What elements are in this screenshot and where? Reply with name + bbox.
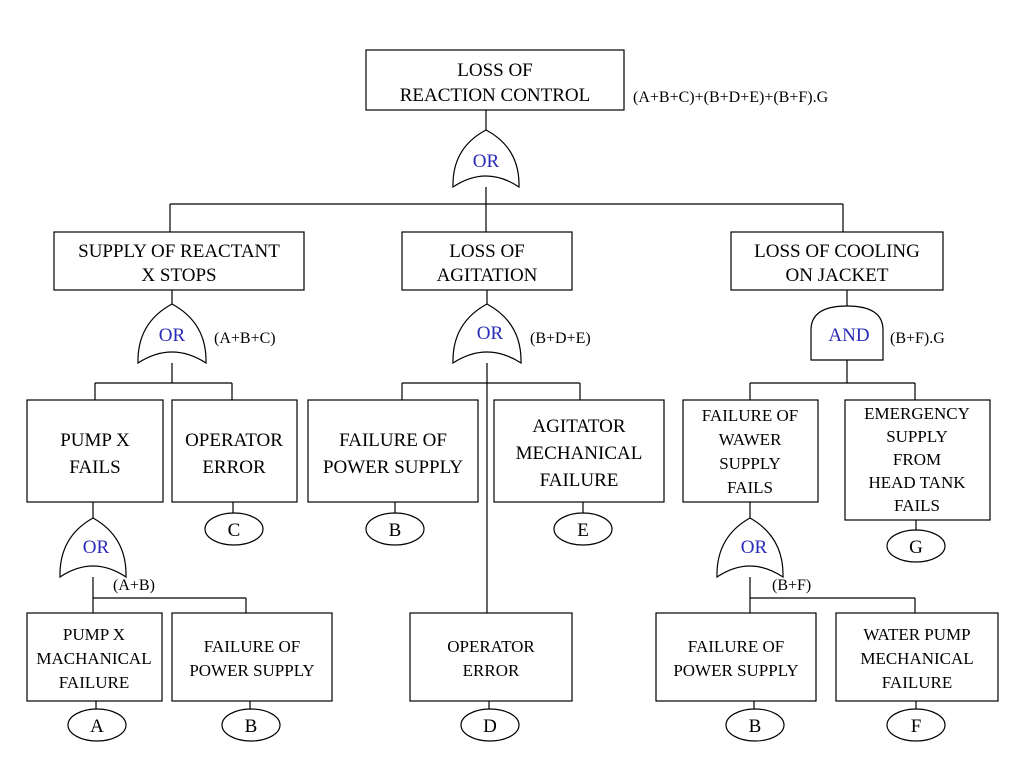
event-text: FAILURE [882, 673, 953, 692]
event-text: FROM [893, 450, 941, 469]
event-failure-of-power-supply-pump: FAILURE OF POWER SUPPLY [171, 612, 333, 702]
event-text: POWER SUPPLY [323, 457, 463, 478]
event-text: SUPPLY [719, 454, 781, 473]
basic-event-f: F [886, 708, 946, 742]
event-failure-of-water-supply-fails: FAILURE OF WAWER SUPPLY FAILS [682, 399, 819, 503]
expression-supply: (A+B+C) [214, 330, 276, 347]
event-text: PUMP X [60, 430, 130, 451]
gate-label-supply: OR [159, 325, 186, 346]
or-gate-supply: OR [137, 303, 207, 365]
event-text: FAILURE OF [702, 406, 799, 425]
basic-event-label: B [749, 716, 762, 737]
gate-label-agitation: OR [477, 323, 504, 344]
basic-event-a: A [67, 708, 127, 742]
event-text: POWER SUPPLY [189, 661, 314, 680]
event-text: FAILS [894, 496, 940, 515]
event-pump-x-fails: PUMP X FAILS [26, 399, 164, 503]
or-gate-pump: OR [59, 517, 127, 579]
basic-event-c: C [204, 512, 264, 546]
event-loss-of-cooling-on-jacket: LOSS OF COOLING ON JACKET [730, 231, 944, 291]
event-text: ON JACKET [786, 265, 889, 286]
event-text: FAILURE [540, 470, 619, 491]
event-operator-error-c: OPERATOR ERROR [171, 399, 298, 503]
basic-event-label: A [90, 716, 104, 737]
event-text: WAWER [719, 430, 783, 449]
event-text: AGITATOR [532, 416, 625, 437]
connector-lines [92, 110, 917, 709]
or-gate-agitation: OR [452, 303, 522, 365]
basic-event-label: F [911, 716, 922, 737]
top-event-line1: LOSS OF [457, 60, 533, 81]
basic-event-label: E [577, 520, 589, 541]
event-text: FAILS [727, 478, 773, 497]
gate-label-water: OR [741, 537, 768, 558]
expression-pump: (A+B) [113, 577, 155, 594]
event-text: POWER SUPPLY [673, 661, 798, 680]
event-text: AGITATION [437, 265, 538, 286]
event-text: OPERATOR [447, 637, 535, 656]
event-text: MACHANICAL [36, 649, 151, 668]
event-supply-of-reactant-x-stops: SUPPLY OF REACTANT X STOPS [53, 231, 305, 291]
top-event-expression: (A+B+C)+(B+D+E)+(B+F).G [633, 89, 829, 106]
expression-cooling: (B+F).G [890, 330, 945, 347]
event-text: SUPPLY [886, 427, 948, 446]
basic-event-label: B [389, 520, 402, 541]
event-text: ERROR [202, 457, 266, 478]
event-loss-of-agitation: LOSS OF AGITATION [401, 231, 573, 291]
gate-label-top: OR [473, 151, 500, 172]
event-text: FAILURE OF [339, 430, 447, 451]
expression-water: (B+F) [772, 577, 811, 594]
event-text: WATER PUMP [863, 625, 970, 644]
event-text: FAILURE OF [688, 637, 785, 656]
event-text: OPERATOR [185, 430, 283, 451]
basic-event-e: E [553, 512, 613, 546]
event-operator-error-d: OPERATOR ERROR [409, 612, 573, 702]
event-failure-of-power-supply-agitation: FAILURE OF POWER SUPPLY [307, 399, 479, 503]
event-text: SUPPLY OF REACTANT [78, 241, 280, 262]
event-agitator-mechanical-failure: AGITATOR MECHANICAL FAILURE [493, 399, 665, 503]
or-gate-top: OR [452, 129, 520, 189]
basic-event-label: G [909, 537, 923, 558]
basic-event-label: C [228, 520, 241, 541]
event-water-pump-mechanical-failure: WATER PUMP MECHANICAL FAILURE [835, 612, 999, 702]
event-text: PUMP X [63, 625, 125, 644]
or-gate-water: OR [716, 517, 784, 579]
basic-event-g: G [886, 529, 946, 563]
and-gate-cooling: AND [810, 305, 884, 361]
basic-event-d: D [460, 708, 520, 742]
gate-label-pump: OR [83, 537, 110, 558]
basic-event-label: D [483, 716, 497, 737]
event-text: FAILURE OF [204, 637, 301, 656]
event-text: LOSS OF COOLING [754, 241, 920, 262]
event-failure-of-power-supply-water: FAILURE OF POWER SUPPLY [655, 612, 817, 702]
event-text: FAILS [69, 457, 120, 478]
top-event-line2: REACTION CONTROL [400, 85, 591, 106]
basic-event-b-agitation: B [365, 512, 425, 546]
event-emergency-supply-from-head-tank-fails: EMERGENCY SUPPLY FROM HEAD TANK FAILS [844, 399, 991, 521]
basic-event-label: B [245, 716, 258, 737]
event-text: ERROR [463, 661, 520, 680]
event-text: MECHANICAL [860, 649, 973, 668]
event-text: FAILURE [59, 673, 130, 692]
event-text: MECHANICAL [516, 443, 643, 464]
event-text: EMERGENCY [864, 404, 970, 423]
gate-label-cooling: AND [828, 325, 869, 346]
basic-event-b-water: B [725, 708, 785, 742]
expression-agitation: (B+D+E) [530, 330, 591, 347]
top-event-loss-of-reaction-control: LOSS OF REACTION CONTROL [365, 49, 625, 111]
event-text: X STOPS [141, 265, 216, 286]
event-text: HEAD TANK [868, 473, 966, 492]
basic-event-b-pump: B [221, 708, 281, 742]
event-text: LOSS OF [449, 241, 525, 262]
event-pump-x-mechanical-failure: PUMP X MACHANICAL FAILURE [26, 612, 163, 702]
